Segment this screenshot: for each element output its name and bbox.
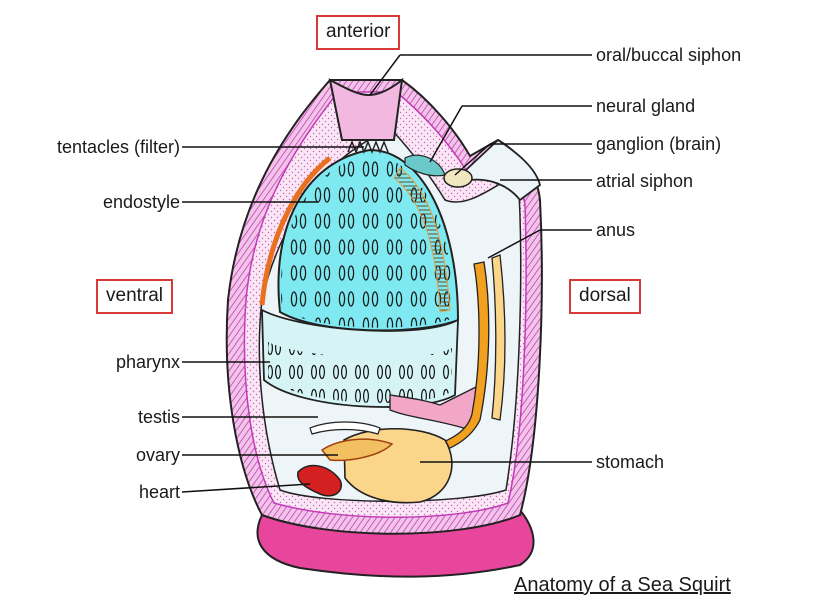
- rectum: [491, 254, 506, 421]
- dorsal-lamina: [393, 167, 451, 313]
- oral-siphon-label: oral/buccal siphon: [596, 45, 742, 65]
- atrial-siphon-tube: [464, 138, 542, 202]
- leader-lines: [181, 54, 592, 493]
- endostyle-band: [259, 156, 332, 306]
- stomach-label: stomach: [596, 452, 665, 472]
- dorsal-box: dorsal: [569, 279, 641, 314]
- endostyle-label: endostyle: [102, 192, 180, 212]
- testis-shape: [309, 421, 381, 435]
- pharynx-label: pharynx: [115, 352, 180, 372]
- ovary-shape: [320, 438, 394, 462]
- ovary-label: ovary: [135, 445, 180, 465]
- gill-slits-lower: [268, 342, 452, 403]
- diagram-title: Anatomy of a Sea Squirt: [514, 574, 731, 596]
- anus-label: anus: [596, 220, 636, 240]
- gill-slits-upper: [280, 155, 454, 328]
- neural-gland-label: neural gland: [596, 96, 696, 116]
- tentacles-label: tentacles (filter): [56, 137, 180, 157]
- ganglion-label: ganglion (brain): [596, 134, 722, 154]
- tentacle-crown: [347, 139, 389, 155]
- atrial-siphon-label: atrial siphon: [596, 171, 694, 191]
- anterior-box: anterior: [316, 15, 401, 50]
- heart-label: heart: [138, 482, 180, 502]
- ventral-box: ventral: [96, 279, 174, 314]
- testis-label: testis: [137, 407, 180, 427]
- ganglion-shape: [443, 168, 473, 188]
